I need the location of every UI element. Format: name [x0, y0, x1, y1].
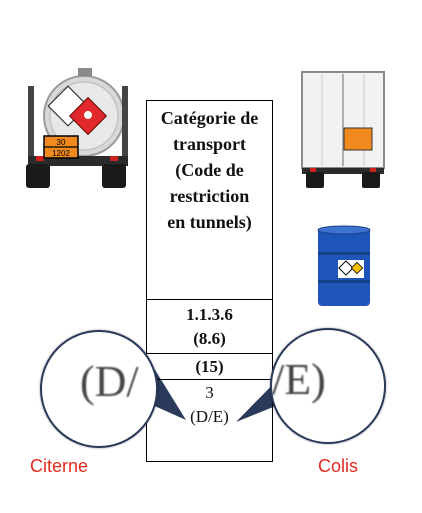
row-2: (15) [195, 357, 224, 376]
right-magnifier: /E) [270, 328, 386, 444]
left-magnifier-text: (D/ [80, 357, 139, 406]
citerne-label: Citerne [30, 456, 89, 476]
placard-bottom-number: 1202 [52, 149, 70, 158]
divider [147, 299, 272, 300]
classification-table: Catégorie de transport (Code de restrict… [146, 100, 273, 462]
table-header: Catégorie de transport (Code de restrict… [160, 108, 259, 232]
tanker-truck-image: 30 1202 [26, 68, 128, 188]
box-truck-image [301, 71, 385, 188]
colis-label: Colis [318, 456, 359, 476]
right-magnifier-text: /E) [272, 355, 326, 404]
left-magnifier: (D/ [40, 330, 158, 448]
divider [147, 353, 272, 354]
placard-top-number: 30 [57, 138, 66, 147]
drum-image [317, 225, 371, 306]
row-1: 1.1.3.6 (8.6) [186, 305, 233, 348]
divider [147, 379, 272, 380]
row-3: 3 (D/E) [190, 383, 229, 426]
